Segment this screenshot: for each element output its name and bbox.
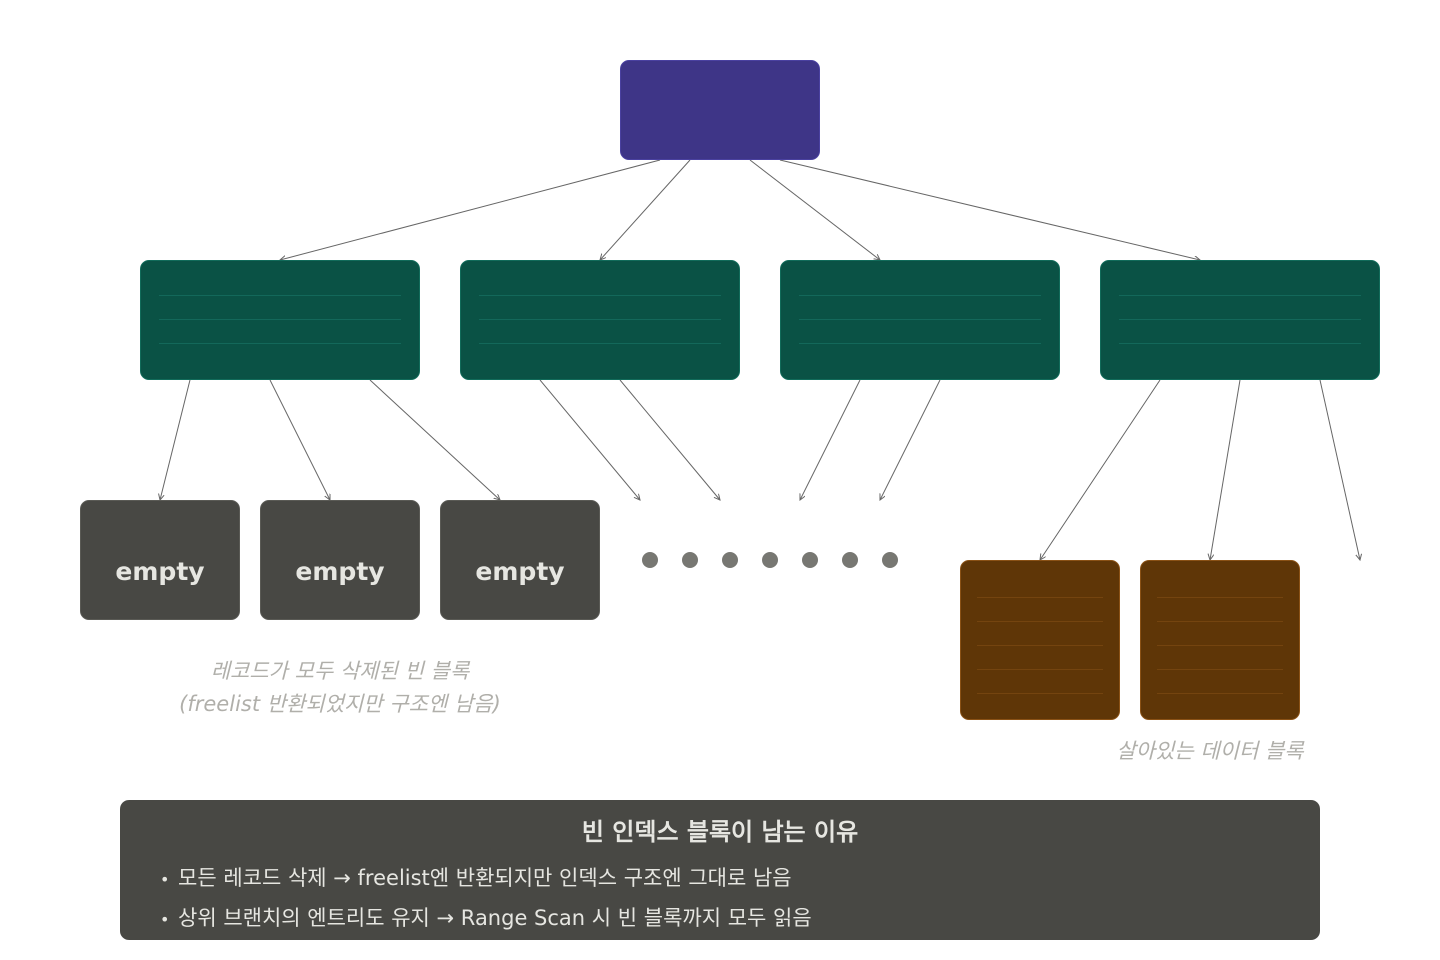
edge-branch1-leaf1 [160, 379, 191, 500]
edge-branch4-c [1319, 379, 1360, 560]
edge-branch3-b [880, 379, 941, 500]
edge-root-branch2 [600, 159, 691, 260]
bullet-mark: • [160, 910, 170, 929]
edge-branch3-a [800, 379, 861, 500]
edge-branch1-leaf2 [269, 379, 330, 500]
ellipsis-dot [842, 552, 858, 568]
panel-bullet-2: • 상위 브랜치의 엔트리도 유지 → Range Scan 시 빈 블록까지 모… [160, 902, 812, 932]
branch-block-4 [1100, 260, 1380, 380]
panel-title: 빈 인덱스 블록이 남는 이유 [581, 818, 859, 846]
explanation-panel: 빈 인덱스 블록이 남는 이유 • 모든 레코드 삭제 → freelist엔 반… [120, 800, 1320, 940]
root-block [620, 60, 820, 160]
bullet-text: 상위 브랜치의 엔트리도 유지 → Range Scan 시 빈 블록까지 모두… [178, 906, 812, 930]
branch-block-2 [460, 260, 740, 380]
empty-leaf-block-3: empty [440, 500, 600, 620]
empty-leaf-block-2: empty [260, 500, 420, 620]
ellipsis-dot [722, 552, 738, 568]
edge-root-branch1 [280, 159, 661, 260]
empty-caption-line2: (freelist 반환되었지만 구조엔 남음) [179, 692, 501, 716]
ellipsis-dot [802, 552, 818, 568]
edge-branch4-live1 [1040, 379, 1161, 560]
empty-leaf-label: empty [295, 556, 385, 586]
edge-branch2-b [619, 379, 720, 500]
bullet-text: 모든 레코드 삭제 → freelist엔 반환되지만 인덱스 구조엔 그대로 … [178, 866, 792, 890]
edge-branch4-live2 [1210, 379, 1241, 560]
live-blocks-caption: 살아있는 데이터 블록 [1116, 739, 1304, 763]
empty-leaf-label: empty [475, 556, 565, 586]
edge-branch2-a [539, 379, 640, 500]
edge-branch1-leaf3 [369, 379, 500, 500]
ellipsis-dot [642, 552, 658, 568]
ellipsis-dot [882, 552, 898, 568]
ellipsis-dot [762, 552, 778, 568]
empty-leaf-block-1: empty [80, 500, 240, 620]
live-leaf-block-1 [960, 560, 1120, 720]
empty-caption-line1: 레코드가 모두 삭제된 빈 블록 [210, 659, 470, 683]
branch-block-3 [780, 260, 1060, 380]
empty-leaf-label: empty [115, 556, 205, 586]
branch-block-1 [140, 260, 420, 380]
empty-blocks-caption: 레코드가 모두 삭제된 빈 블록 (freelist 반환되었지만 구조엔 남음… [100, 655, 580, 721]
ellipsis-dot [682, 552, 698, 568]
bullet-mark: • [160, 870, 170, 889]
live-leaf-block-2 [1140, 560, 1300, 720]
edge-root-branch3 [749, 159, 880, 260]
panel-bullet-1: • 모든 레코드 삭제 → freelist엔 반환되지만 인덱스 구조엔 그대로… [160, 862, 792, 892]
edge-root-branch4 [779, 159, 1200, 260]
